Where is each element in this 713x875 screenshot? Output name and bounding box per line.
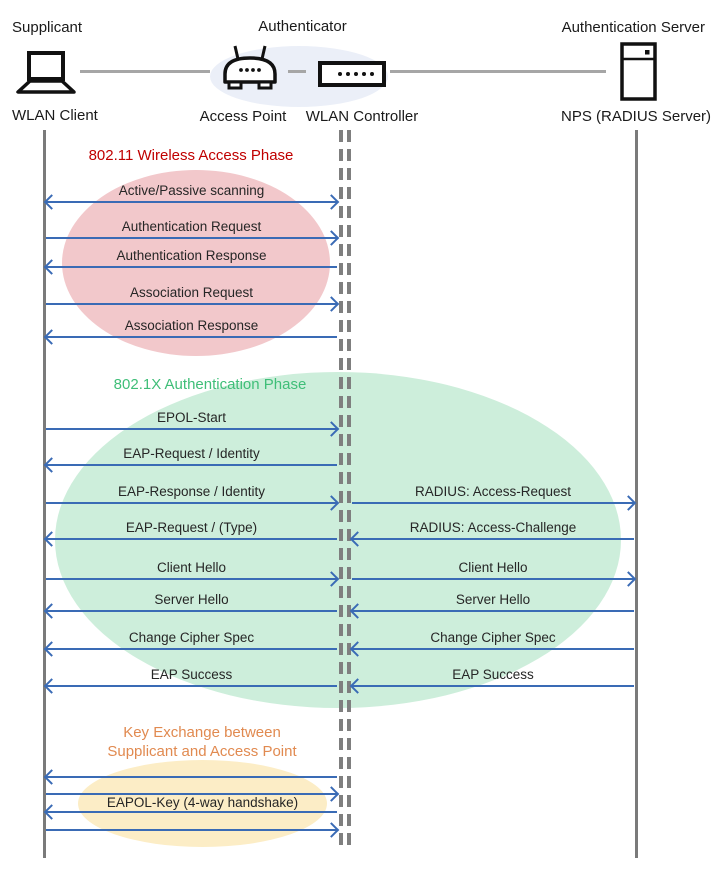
msg-label: EAP-Request / Identity xyxy=(123,446,260,461)
phase3-title-line2: Supplicant and Access Point xyxy=(107,743,297,760)
msg-change-cipher-spec-right: Change Cipher Spec xyxy=(349,630,634,657)
msg-label: EAP Success xyxy=(150,667,233,682)
msg-label: Association Request xyxy=(129,285,254,300)
msg-active-passive-scanning: Active/Passive scanning xyxy=(43,183,340,210)
msg-radius-access-challenge: RADIUS: Access-Challenge xyxy=(349,520,634,547)
msg-label: Active/Passive scanning xyxy=(118,183,265,198)
phase3-title: Key Exchange between Supplicant and Acce… xyxy=(52,723,352,761)
connector-line xyxy=(390,70,606,73)
msg-server-hello-right: Server Hello xyxy=(349,592,634,619)
role-supplicant: Supplicant xyxy=(12,19,83,36)
connector-line xyxy=(288,70,306,73)
lifeline-nps-server xyxy=(635,130,638,858)
msg-change-cipher-spec-left: Change Cipher Spec xyxy=(43,630,337,657)
msg-label: Server Hello xyxy=(455,592,531,607)
arrowhead-right-icon xyxy=(323,822,340,838)
msg-association-response: Association Response xyxy=(43,318,337,345)
msg-label-eapol-key: EAPOL-Key (4-way handshake) xyxy=(106,795,299,810)
msg-eap-success-left: EAP Success xyxy=(43,667,337,694)
role-authentication-server: Authentication Server xyxy=(561,19,705,36)
msg-eap-request-identity: EAP-Request / Identity xyxy=(43,446,337,473)
msg-eapol-key-arrow-2 xyxy=(46,786,340,802)
arrowhead-left-icon xyxy=(43,769,60,785)
msg-radius-access-request: RADIUS: Access-Request xyxy=(352,484,637,511)
msg-eapol-key-arrow-3 xyxy=(43,804,337,820)
connector-line xyxy=(80,70,210,73)
msg-eapol-key-arrow-4 xyxy=(46,822,340,838)
lifeline-wlan-client xyxy=(43,130,46,858)
msg-eap-request-type: EAP-Request / (Type) xyxy=(43,520,337,547)
phase2-title: 802.1X Authentication Phase xyxy=(113,376,307,393)
msg-label: Authentication Request xyxy=(121,219,262,234)
msg-eap-success-right: EAP Success xyxy=(349,667,634,694)
msg-association-request: Association Request xyxy=(46,285,340,312)
device-label-access-point: Access Point xyxy=(199,108,287,125)
device-label-wlan-controller: WLAN Controller xyxy=(305,108,419,125)
phase3-title-line1: Key Exchange between xyxy=(123,724,281,741)
role-authenticator: Authenticator xyxy=(258,18,347,35)
msg-label: Authentication Response xyxy=(116,248,267,263)
laptop-icon xyxy=(12,51,80,95)
msg-epol-start: EPOL-Start xyxy=(46,410,340,437)
msg-label: EAP Success xyxy=(452,667,534,682)
msg-authentication-request: Authentication Request xyxy=(46,219,340,246)
device-label-nps-radius-server: NPS (RADIUS Server) xyxy=(561,108,712,125)
msg-label: RADIUS: Access-Request xyxy=(414,484,572,499)
msg-client-hello-right: Client Hello xyxy=(352,560,637,587)
wlan-controller-icon xyxy=(318,61,386,87)
msg-client-hello-left: Client Hello xyxy=(46,560,340,587)
msg-eapol-key-arrow-1 xyxy=(43,769,337,785)
access-point-icon xyxy=(220,44,280,92)
msg-label: EAP-Request / (Type) xyxy=(125,520,258,535)
msg-label: RADIUS: Access-Challenge xyxy=(409,520,577,535)
phase1-title: 802.11 Wireless Access Phase xyxy=(88,147,294,164)
msg-label: Association Response xyxy=(124,318,259,333)
device-label-wlan-client: WLAN Client xyxy=(12,107,98,124)
lifeline-wlan-controller-right xyxy=(347,130,351,852)
msg-label: Client Hello xyxy=(156,560,227,575)
server-icon xyxy=(620,42,658,102)
msg-label: Change Cipher Spec xyxy=(430,630,556,645)
lifeline-wlan-controller-left xyxy=(339,130,343,852)
phase3-ellipse xyxy=(78,760,327,847)
msg-authentication-response: Authentication Response xyxy=(43,248,337,275)
arrowhead-left-icon xyxy=(43,804,60,820)
msg-label: Server Hello xyxy=(154,592,229,607)
msg-server-hello-left: Server Hello xyxy=(43,592,337,619)
msg-label: EPOL-Start xyxy=(156,410,227,425)
msg-label: Change Cipher Spec xyxy=(128,630,255,645)
msg-eap-response-identity: EAP-Response / Identity xyxy=(46,484,340,511)
msg-label: EAP-Response / Identity xyxy=(117,484,266,499)
msg-label: Client Hello xyxy=(458,560,528,575)
